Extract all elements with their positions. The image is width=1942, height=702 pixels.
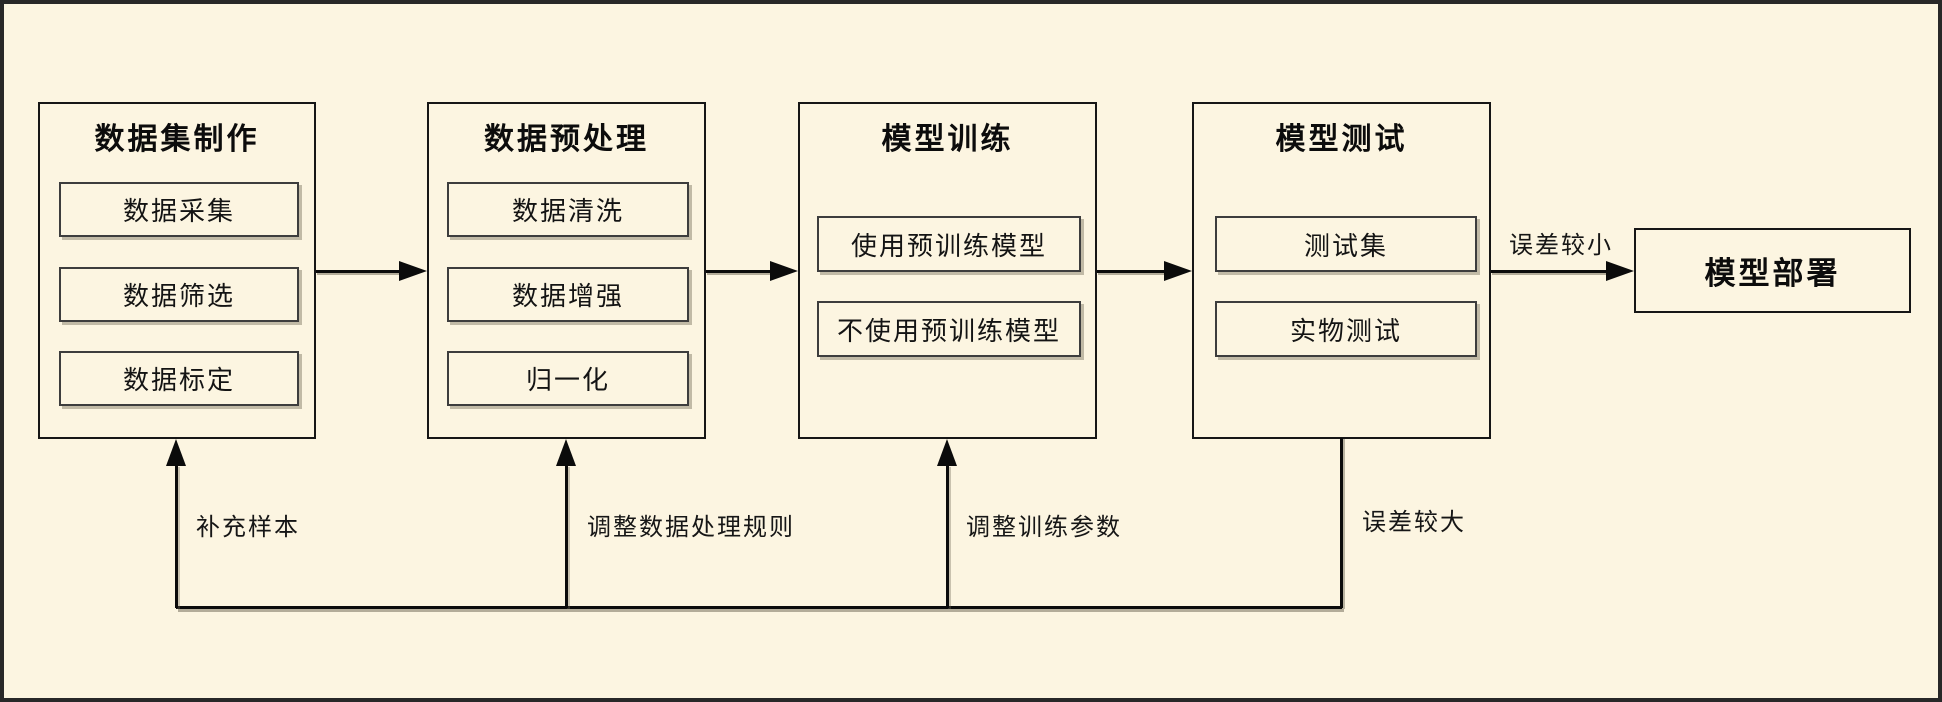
stage-item-with-pretrained-model: 使用预训练模型 [817, 216, 1081, 272]
stage-box-model-deployment: 模型部署 [1634, 228, 1911, 313]
arrowhead-up-icon [166, 439, 186, 466]
stage-box-dataset-creation: 数据集制作 数据采集 数据筛选 数据标定 [38, 102, 316, 439]
arrow-preprocessing-to-training [706, 261, 798, 281]
arrow-shaft [174, 466, 178, 608]
feedback-arrow-to-training [937, 439, 957, 608]
feedback-line-horizontal [176, 606, 1342, 609]
arrow-training-to-testing [1097, 261, 1192, 281]
label-large-error: 误差较大 [1362, 510, 1466, 536]
feedback-line-down-from-testing [1340, 438, 1343, 608]
stage-title-data-preprocessing: 数据预处理 [484, 123, 649, 156]
arrowhead-right-icon [399, 261, 427, 281]
arrow-shaft [1097, 269, 1164, 273]
label-small-error: 误差较小 [1509, 233, 1613, 259]
stage-item-data-labeling: 数据标定 [59, 351, 299, 406]
stage-item-physical-test: 实物测试 [1215, 301, 1477, 357]
stage-box-model-training: 模型训练 使用预训练模型 不使用预训练模型 [798, 102, 1097, 439]
arrow-shaft [316, 269, 399, 273]
arrow-shaft [945, 466, 949, 608]
arrow-shaft [564, 466, 568, 608]
label-adjust-data-rules: 调整数据处理规则 [587, 515, 795, 541]
stage-item-without-pretrained-model: 不使用预训练模型 [817, 301, 1081, 357]
stage-box-model-testing: 模型测试 测试集 实物测试 [1192, 102, 1491, 439]
stage-title-model-training: 模型训练 [881, 123, 1014, 156]
arrow-shaft [706, 269, 770, 273]
arrowhead-right-icon [1164, 261, 1192, 281]
arrow-dataset-to-preprocessing [316, 261, 427, 281]
stage-item-test-set: 测试集 [1215, 216, 1477, 272]
label-supplement-samples: 补充样本 [196, 515, 300, 541]
stage-item-data-collection: 数据采集 [59, 182, 299, 237]
stage-title-model-testing: 模型测试 [1275, 123, 1408, 156]
stage-item-normalization: 归一化 [447, 351, 689, 406]
stage-title-dataset-creation: 数据集制作 [94, 123, 260, 156]
stage-title-model-deployment: 模型部署 [1704, 256, 1841, 291]
arrowhead-right-icon [1606, 261, 1634, 281]
feedback-arrow-to-preprocessing [556, 439, 576, 608]
stage-box-data-preprocessing: 数据预处理 数据清洗 数据增强 归一化 [427, 102, 706, 439]
stage-item-data-cleaning: 数据清洗 [447, 182, 689, 237]
stage-item-data-augmentation: 数据增强 [447, 267, 689, 322]
arrowhead-up-icon [556, 439, 576, 466]
arrowhead-right-icon [770, 261, 798, 281]
arrow-testing-to-deployment [1491, 261, 1634, 281]
stage-item-data-filtering: 数据筛选 [59, 267, 299, 322]
arrowhead-up-icon [937, 439, 957, 466]
feedback-arrow-to-dataset [166, 439, 186, 608]
label-adjust-train-params: 调整训练参数 [966, 515, 1122, 541]
arrow-shaft [1491, 269, 1606, 273]
